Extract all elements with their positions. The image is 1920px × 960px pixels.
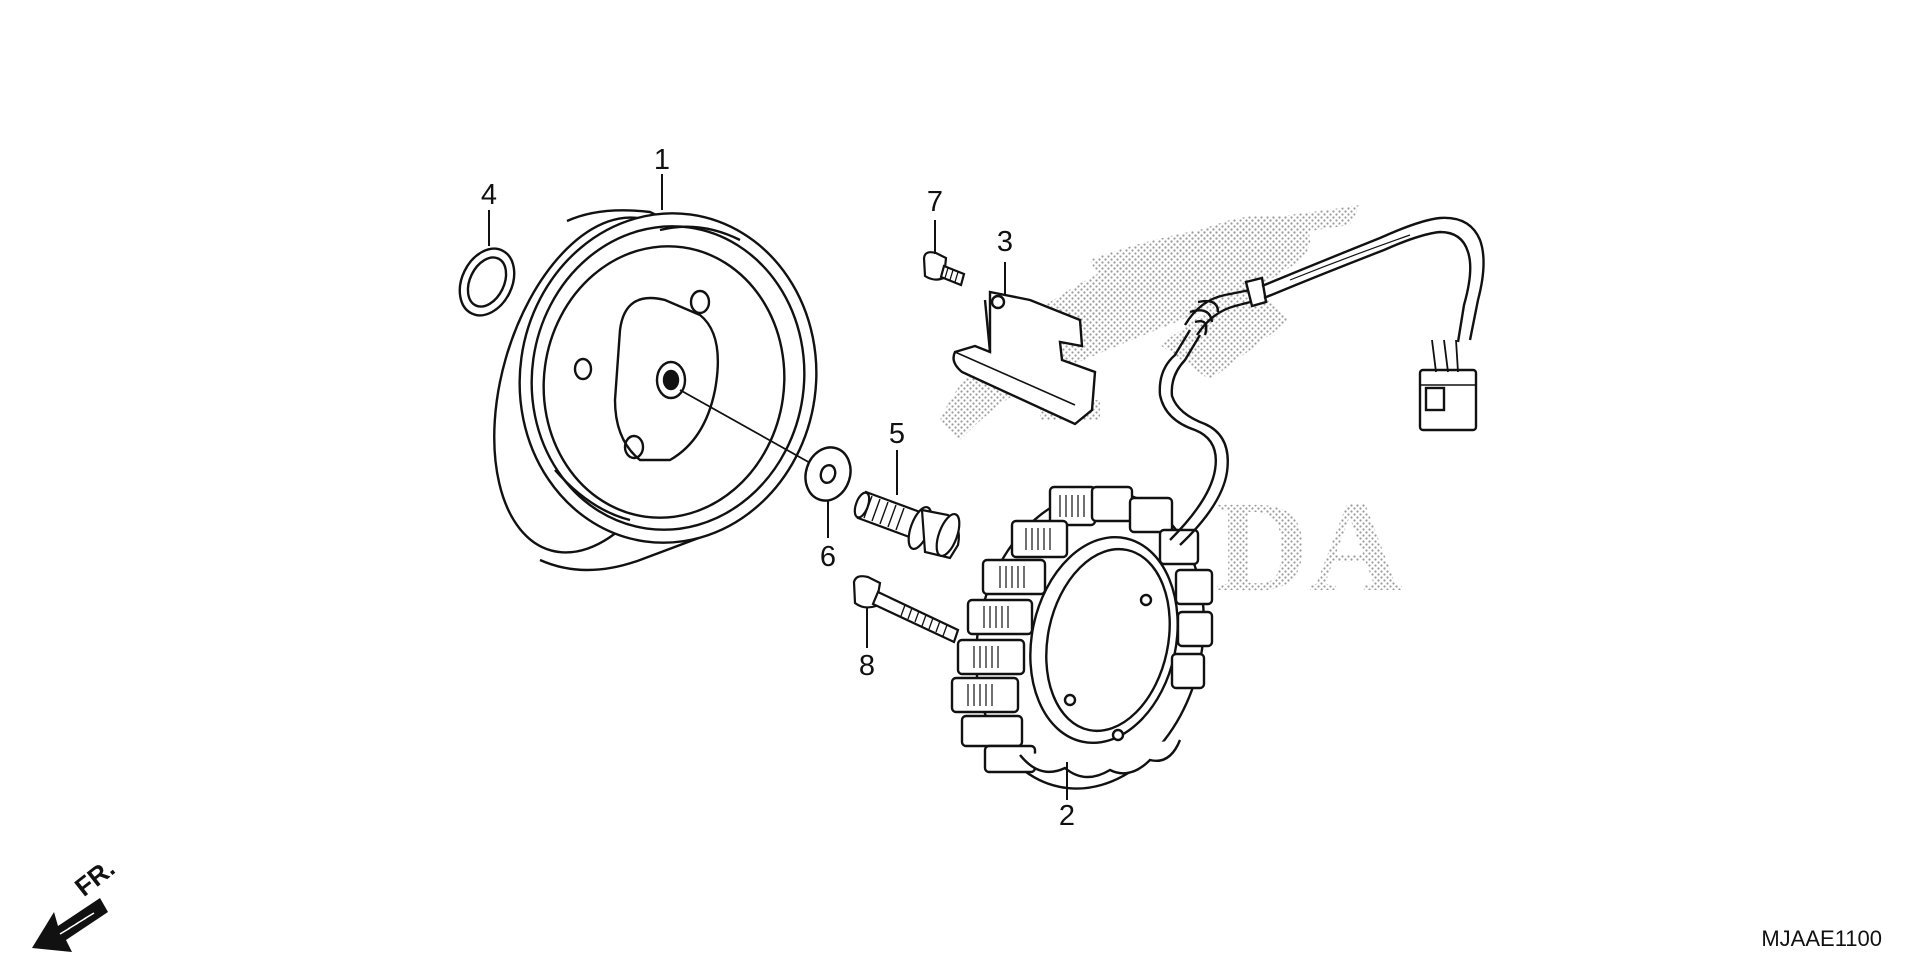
long-bolt-8 [852, 575, 960, 644]
stator-assembly [950, 485, 1214, 790]
callout-leaders [488, 174, 1068, 800]
assembly-axis-line [679, 389, 813, 465]
callout-part-4: 4 [480, 179, 498, 211]
callout-part-1: 1 [653, 144, 671, 176]
brand-watermark: DA [940, 205, 1403, 619]
callout-part-2: 2 [1058, 800, 1076, 832]
wire-harness [1158, 216, 1485, 546]
flange-bolt [853, 490, 961, 560]
callout-part-3: 3 [996, 226, 1014, 258]
diagram-reference-code: MJAAE1100 [1761, 926, 1882, 951]
front-direction-arrow [32, 898, 108, 952]
seal-ring [458, 247, 516, 317]
callout-part-7: 7 [926, 186, 944, 218]
small-bolt-7 [922, 251, 966, 287]
callout-part-6: 6 [819, 541, 837, 573]
svg-text:DA: DA [1215, 475, 1403, 619]
callout-part-5: 5 [888, 418, 906, 450]
callout-part-8: 8 [858, 650, 876, 682]
flywheel-rotor [493, 209, 818, 572]
wire-clamp-bracket [952, 290, 1097, 426]
washer [804, 446, 852, 502]
